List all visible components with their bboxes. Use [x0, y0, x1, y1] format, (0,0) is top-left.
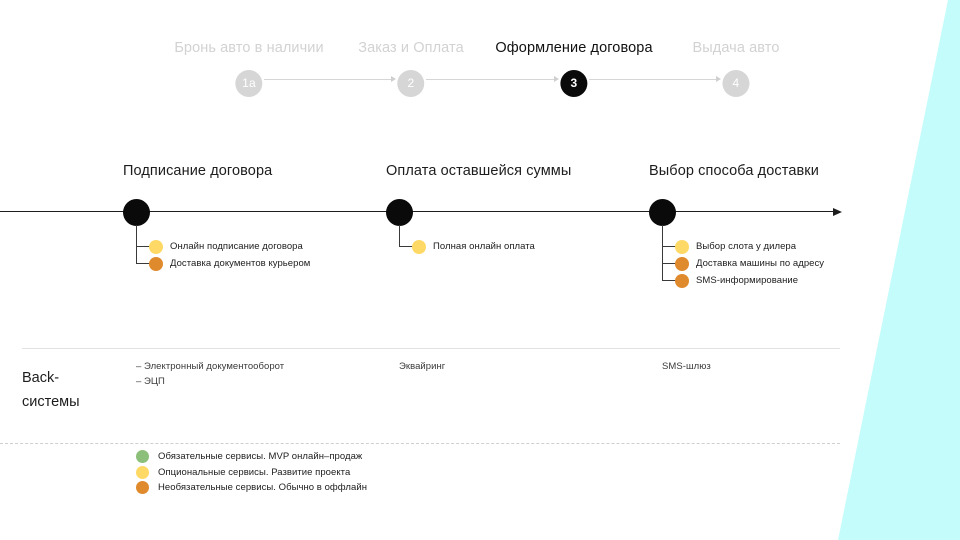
back-systems-divider	[22, 348, 840, 349]
service-connector	[662, 280, 676, 281]
legend-color-dot	[136, 481, 149, 495]
timeline-service-list: Полная онлайн оплата	[399, 238, 535, 255]
legend-color-dot	[136, 450, 149, 464]
service-status-dot	[149, 239, 163, 254]
timeline-node-marker	[122, 198, 150, 226]
back-system-entry: Эквайринг	[399, 361, 446, 372]
back-system-entry: SMS-шлюз	[662, 361, 711, 372]
stepper-step-1[interactable]: Бронь авто в наличии 1a	[174, 40, 324, 97]
stepper-connector-arrow	[716, 75, 721, 82]
service-label: Выбор слота у дилера	[696, 241, 797, 252]
stepper-step-number: 3	[560, 70, 588, 97]
timeline-node-stem	[398, 225, 400, 246]
back-system-entry: – Электронный документооборот	[136, 361, 285, 372]
service-connector	[399, 246, 413, 247]
stepper-step-number: 1a	[235, 70, 263, 97]
legend-item: Необязательные сервисы. Обычно в оффлайн	[136, 480, 367, 496]
stepper-step-number: 4	[722, 70, 750, 97]
legend-item: Опциональные сервисы. Развитие проекта	[136, 465, 367, 481]
timeline-service-item[interactable]: Онлайн подписание договора	[136, 238, 310, 255]
service-status-dot	[149, 256, 163, 271]
stepper-connector	[264, 79, 391, 80]
stepper-connector-arrow	[554, 75, 559, 82]
service-connector	[136, 246, 150, 247]
timeline-node-marker	[385, 198, 413, 226]
timeline-node-title: Оплата оставшейся суммы	[386, 163, 572, 179]
back-system-entry: – ЭЦП	[136, 376, 165, 387]
timeline-service-item[interactable]: Доставка документов курьером	[136, 255, 310, 272]
legend-divider	[0, 443, 840, 444]
service-status-dot	[675, 239, 689, 254]
stepper-step-2[interactable]: Заказ и Оплата 2	[358, 40, 464, 97]
stepper-step-number: 2	[397, 70, 425, 97]
service-label: Онлайн подписание договора	[170, 241, 303, 252]
timeline-service-item[interactable]: Доставка машины по адресу	[662, 255, 824, 272]
timeline-node-marker	[648, 198, 676, 226]
service-label: Доставка машины по адресу	[696, 258, 825, 269]
timeline-service-item[interactable]: Выбор слота у дилера	[662, 238, 824, 255]
stepper-connector	[589, 79, 716, 80]
back-systems-label-line1: Back-	[22, 370, 60, 386]
timeline-arrow-head	[833, 207, 842, 216]
timeline-node-title: Подписание договора	[123, 163, 273, 179]
process-stepper: Бронь авто в наличии 1a Заказ и Оплата 2 Офо…	[0, 0, 960, 110]
timeline-node-stem	[661, 225, 663, 280]
legend-color-dot	[136, 465, 149, 479]
timeline-node-title: Выбор способа доставки	[649, 163, 819, 179]
timeline-axis	[0, 211, 840, 212]
service-connector	[136, 263, 150, 264]
back-systems-column-1: – Электронный документооборот – ЭЦП	[136, 359, 284, 389]
stepper-step-3[interactable]: Оформление договора 3	[495, 40, 653, 97]
legend-label: Обязательные сервисы. MVP онлайн–продаж	[158, 451, 363, 462]
legend-label: Опциональные сервисы. Развитие проекта	[158, 466, 351, 478]
back-systems-column-2: Эквайринг	[399, 359, 445, 374]
legend-label: Необязательные сервисы. Обычно в оффлайн	[158, 482, 368, 493]
timeline-service-item[interactable]: Полная онлайн оплата	[399, 238, 535, 255]
service-status-dot	[412, 239, 426, 254]
service-label: Полная онлайн оплата	[433, 241, 535, 252]
stepper-step-label: Заказ и Оплата	[358, 40, 464, 56]
stepper-connector	[426, 79, 554, 80]
back-systems-label-line2: системы	[22, 394, 80, 410]
stepper-step-label: Выдача авто	[692, 40, 780, 56]
timeline-service-item[interactable]: SMS-информирование	[662, 272, 824, 289]
service-status-dot	[675, 273, 689, 288]
service-label: SMS-информирование	[696, 275, 799, 286]
stepper-connector-arrow	[391, 75, 396, 82]
legend-item: Обязательные сервисы. MVP онлайн–продаж	[136, 449, 367, 465]
back-systems-label: Back- системы	[22, 366, 122, 414]
back-systems-column-3: SMS-шлюз	[662, 359, 711, 374]
stepper-step-label: Бронь авто в наличии	[174, 40, 324, 56]
timeline-node-stem	[135, 225, 137, 263]
stepper-step-4[interactable]: Выдача авто 4	[692, 40, 779, 97]
service-status-dot	[675, 256, 689, 271]
service-label: Доставка документов курьером	[170, 258, 311, 269]
stepper-step-label: Оформление договора	[495, 40, 653, 56]
service-connector	[662, 246, 676, 247]
service-connector	[662, 263, 676, 264]
